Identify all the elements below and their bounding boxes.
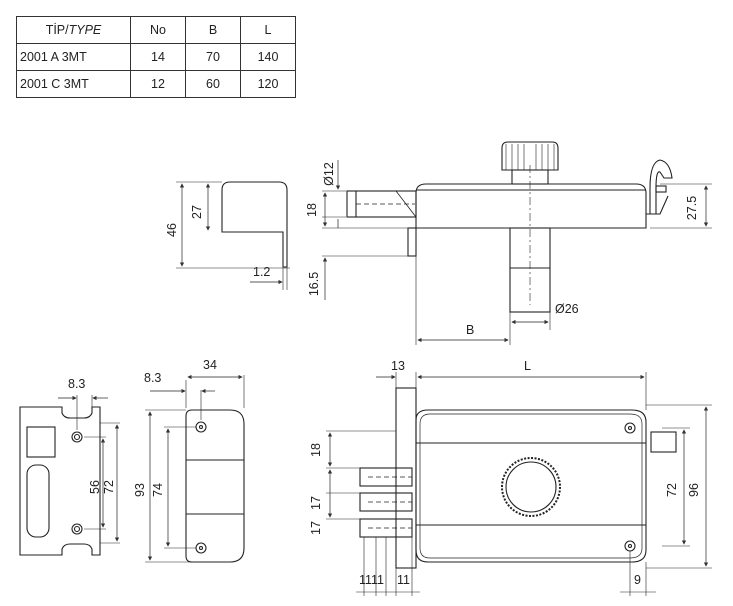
cover-width-label: 34 [203, 358, 217, 372]
cell-no: 14 [130, 43, 186, 71]
front-l-label: L [524, 359, 531, 373]
lock-front-view [359, 387, 677, 569]
bottom-11a-label: 11 [359, 573, 372, 587]
keeper-side-view [221, 181, 288, 268]
plate-height-label: 72 [102, 480, 116, 494]
header-b: B [185, 16, 241, 44]
cell-l: 140 [240, 43, 296, 71]
plate-offset-label: 8.3 [68, 377, 85, 391]
bolt-bottom-label: 16.5 [307, 272, 321, 296]
lock-side-view [346, 141, 673, 313]
table-row: 2001 C 3MT 12 60 120 [16, 70, 296, 98]
cell-no: 12 [130, 70, 186, 98]
bottom-11b-label: 11 [371, 573, 384, 587]
front-17a-label: 17 [309, 521, 323, 535]
header-type: TİP/TYPE [16, 16, 131, 44]
cover-height-label: 93 [133, 483, 147, 497]
front-18-label: 18 [309, 443, 323, 457]
strike-plate [19, 406, 101, 556]
header-no: No [130, 16, 186, 44]
keeper-thickness-label: 1.2 [253, 265, 270, 279]
bottom-11c-label: 11 [397, 573, 410, 587]
spec-table: TİP/TYPE No B L 2001 A 3MT 14 70 140 200… [16, 16, 296, 98]
front-72-label: 72 [665, 483, 679, 497]
case-height-side-label: 27.5 [685, 196, 699, 220]
plate-holes-label: 56 [88, 480, 102, 494]
b-label: B [466, 323, 474, 337]
keeper-inner-label: 27 [190, 205, 204, 219]
front-96-label: 96 [687, 483, 701, 497]
cell-l: 120 [240, 70, 296, 98]
table-row: 2001 A 3MT 14 70 140 [16, 43, 296, 71]
bolt-diameter-label: Ø12 [322, 162, 336, 186]
front-17b-label: 17 [309, 496, 323, 510]
cell-b: 70 [185, 43, 241, 71]
cell-type: 2001 C 3MT [16, 70, 131, 98]
cover-offset-label: 8.3 [144, 371, 161, 385]
bolt-offset-label: 18 [305, 203, 319, 217]
bottom-9-label: 9 [634, 573, 641, 587]
cover-plate [185, 409, 245, 563]
cell-b: 60 [185, 70, 241, 98]
table-header-row: TİP/TYPE No B L [16, 16, 296, 44]
cylinder-diameter-label: Ø26 [555, 302, 579, 316]
keeper-height-label: 46 [165, 223, 179, 237]
cover-holes-label: 74 [151, 483, 165, 497]
cell-type: 2001 A 3MT [16, 43, 131, 71]
header-type-italic: TYPE [68, 23, 102, 37]
header-tip: TİP/ [45, 23, 69, 37]
header-l: L [240, 16, 296, 44]
front-13-label: 13 [391, 359, 405, 373]
